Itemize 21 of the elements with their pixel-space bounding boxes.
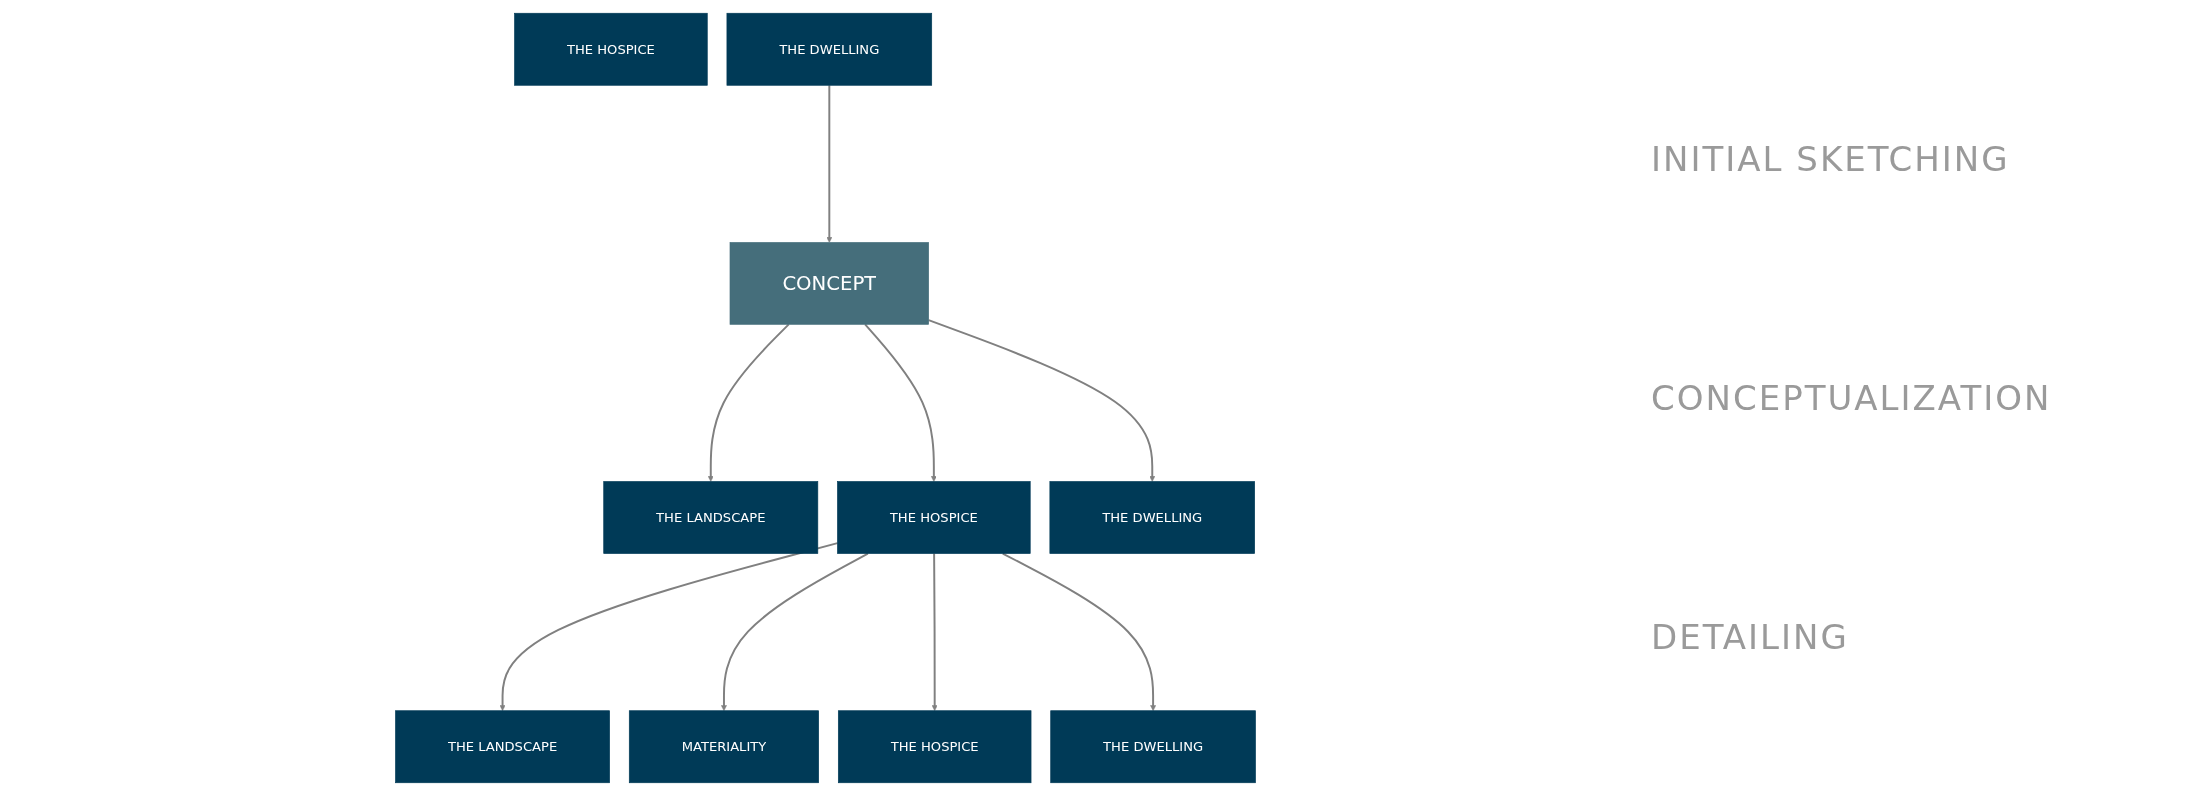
stage-label: INITIAL SKETCHING [1651,139,2011,180]
stage-label: CONCEPTUALIZATION [1651,378,2053,418]
node-box: THE LANDSCAPE [395,710,610,784]
stage-label: DETAILING [1651,616,1850,657]
arrow [1001,552,1156,711]
node-box: THE DWELLING [726,12,933,86]
arrow [721,552,869,711]
node-box: CONCEPT [729,242,929,325]
arrow [927,319,1156,482]
node-box: THE DWELLING [1050,710,1256,784]
node-box: THE HOSPICE [514,12,708,86]
arrow [931,552,938,711]
arrow [864,323,937,482]
arrow [499,542,839,711]
arrow [826,84,833,243]
node-box: THE HOSPICE [837,481,1031,554]
node-box: THE HOSPICE [838,710,1032,784]
arrow [707,323,790,482]
node-box: THE LANDSCAPE [603,481,819,554]
node-box: MATERIALITY [628,710,819,784]
node-box: THE DWELLING [1049,481,1255,554]
